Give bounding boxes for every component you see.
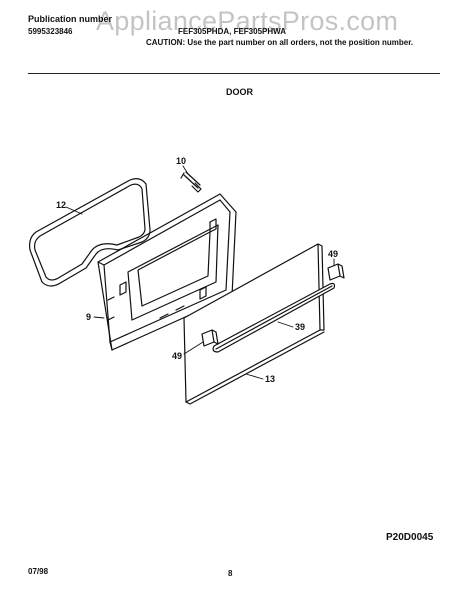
screw-part bbox=[180, 171, 202, 193]
header-divider bbox=[28, 73, 440, 74]
callout-9: 9 bbox=[86, 312, 91, 322]
callout-12: 12 bbox=[56, 200, 66, 210]
callout-39: 39 bbox=[295, 322, 305, 332]
callout-13: 13 bbox=[265, 374, 275, 384]
figure-code: P20D0045 bbox=[386, 532, 434, 543]
footer-date: 07/98 bbox=[28, 567, 49, 576]
callout-49-left: 49 bbox=[172, 351, 182, 361]
callout-leaders bbox=[65, 165, 335, 380]
page-number: 8 bbox=[228, 569, 233, 578]
door-gasket-part bbox=[29, 178, 151, 287]
publication-number: 5995323846 bbox=[28, 27, 73, 36]
callout-49-top: 49 bbox=[328, 249, 338, 259]
caution-note: CAUTION: Use the part number on all orde… bbox=[146, 38, 414, 47]
watermark: AppliancePartsPros.com bbox=[96, 6, 399, 36]
door-handle-part bbox=[212, 282, 336, 353]
section-title: DOOR bbox=[226, 87, 253, 97]
callout-10: 10 bbox=[176, 156, 186, 166]
model-numbers: FEF305PHDA, FEF305PHWA bbox=[178, 27, 287, 36]
inner-door-liner-part bbox=[97, 193, 237, 351]
handle-end-cap-right-part bbox=[327, 263, 345, 281]
outer-door-panel-part bbox=[183, 243, 325, 405]
publication-label: Publication number bbox=[28, 14, 113, 24]
